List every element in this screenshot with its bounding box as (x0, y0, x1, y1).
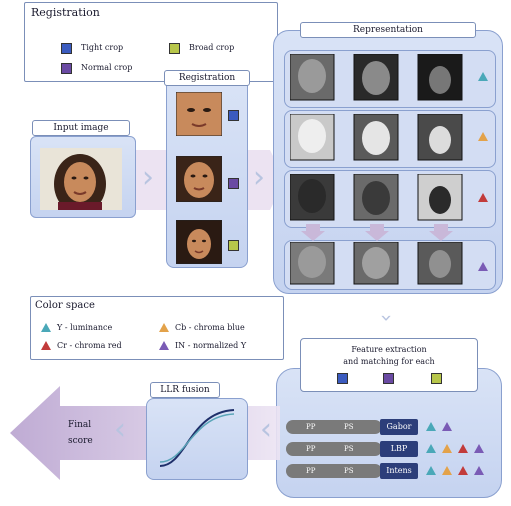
normal-crop-face (176, 156, 222, 202)
color-space-legend: Color space Y - luminance Cb - chroma bl… (30, 296, 284, 360)
lbp-tag: LBP (380, 441, 418, 457)
chevron-down-icon: › (375, 314, 399, 322)
normal-crop-label: Normal crop (81, 63, 133, 72)
in-marker (474, 466, 484, 475)
cr-chroma-red-label: Cr - chroma red (57, 341, 122, 350)
feature-extraction-box: Feature extraction and matching for each (300, 338, 478, 392)
cb-marker (442, 466, 452, 475)
y-luminance-label: Y - luminance (57, 323, 113, 332)
pill-pp: PP (306, 423, 316, 431)
representation-title: Representation (300, 22, 476, 38)
registration-legend-title: Registration (31, 6, 100, 19)
llr-fusion-label: LLR fusion (150, 382, 220, 398)
representation-down-arrows (301, 224, 453, 241)
chevron-right-icon: › (142, 160, 154, 195)
pill-ps: PS (344, 423, 354, 431)
y-channel-marker (478, 72, 488, 81)
normal-crop-marker (383, 373, 394, 384)
cr-marker (458, 466, 468, 475)
normal-crop-marker (228, 178, 239, 189)
broad-crop-label: Broad crop (189, 43, 235, 52)
cr-channel-marker (478, 193, 488, 202)
intens-tag: Intens (380, 463, 418, 479)
tight-crop-label: Tight crop (81, 43, 124, 52)
pill-pp: PP (306, 467, 316, 475)
final-score-line2: score (68, 436, 93, 446)
matching-row-intens-pills: PP PS (286, 464, 382, 478)
broad-crop-face (176, 220, 222, 264)
y-marker (426, 444, 436, 453)
cb-channel-faces (290, 114, 463, 161)
pill-ps: PS (344, 467, 354, 475)
feature-extraction-line2: and matching for each (343, 357, 435, 366)
cb-channel-marker (478, 132, 488, 141)
matching-row-gabor-pills: PP PS (286, 420, 382, 434)
tight-crop-face (176, 92, 222, 136)
broad-crop-marker (431, 373, 442, 384)
tight-crop-marker (228, 110, 239, 121)
cb-chroma-blue-label: Cb - chroma blue (175, 323, 245, 332)
in-normalized-y-marker (159, 341, 169, 350)
feature-extraction-line1: Feature extraction (351, 345, 427, 354)
y-luminance-marker (41, 323, 51, 332)
input-image-label: Input image (32, 120, 130, 136)
final-score-line1: Final (68, 420, 92, 430)
registration-legend: Registration Tight crop Broad crop Norma… (24, 2, 278, 82)
input-face-image (40, 148, 122, 210)
tight-crop-swatch (61, 43, 72, 54)
in-marker (474, 444, 484, 453)
llr-sigmoid-curve (159, 409, 235, 467)
tight-crop-marker (337, 373, 348, 384)
y-channel-faces (290, 54, 463, 101)
in-channel-marker (478, 262, 488, 271)
chevron-right-icon: › (253, 160, 265, 195)
matching-row-lbp-pills: PP PS (286, 442, 382, 456)
broad-crop-swatch (169, 43, 180, 54)
color-space-title: Color space (35, 300, 95, 311)
cr-marker (458, 444, 468, 453)
chevron-left-icon: ‹ (114, 412, 126, 447)
cb-marker (442, 444, 452, 453)
chevron-left-icon: ‹ (260, 412, 272, 447)
cb-chroma-blue-marker (159, 323, 169, 332)
pill-pp: PP (306, 445, 316, 453)
cr-chroma-red-marker (41, 341, 51, 350)
y-marker (426, 466, 436, 475)
broad-crop-marker (228, 240, 239, 251)
cr-channel-faces (290, 174, 463, 221)
in-marker (442, 422, 452, 431)
pill-ps: PS (344, 445, 354, 453)
in-channel-faces (290, 242, 463, 285)
normal-crop-swatch (61, 63, 72, 74)
gabor-tag: Gabor (380, 419, 418, 435)
in-normalized-y-label: IN - normalized Y (175, 341, 247, 350)
registration-panel-title: Registration (164, 70, 250, 86)
y-marker (426, 422, 436, 431)
